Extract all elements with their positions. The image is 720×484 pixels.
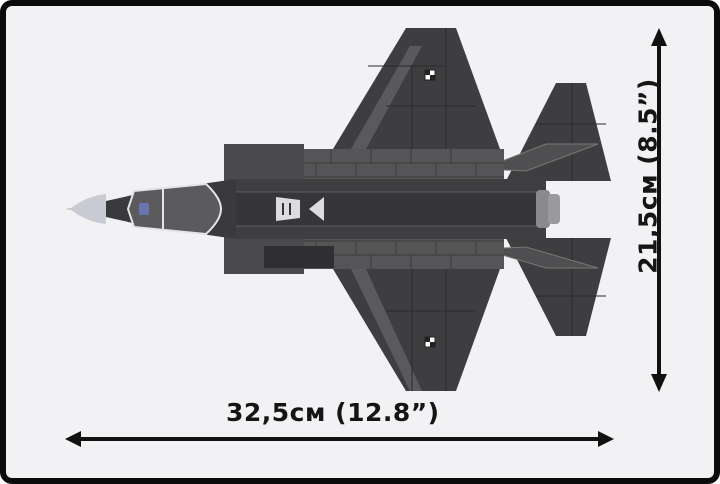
dimension-arrows: [65, 28, 667, 447]
length-dimension-label: 32,5см (12.8”): [226, 398, 440, 427]
lower-tail-fin: [481, 238, 611, 336]
insignia-icon-upper: [424, 69, 436, 81]
chevron-markings: [276, 197, 324, 221]
upper-wing: [333, 28, 500, 149]
upper-tail-fin: [481, 83, 611, 181]
nose-cockpit: [66, 179, 236, 239]
insignia-icon-lower: [424, 336, 436, 348]
vertical-dimension-arrow-icon: [651, 28, 667, 392]
engine-nozzle: [536, 190, 560, 228]
lower-wing: [333, 269, 500, 391]
horizontal-dimension-arrow-icon: [65, 431, 614, 447]
jet-model-image: [66, 28, 611, 391]
width-dimension-label: 21,5см (8.5”): [633, 78, 663, 274]
